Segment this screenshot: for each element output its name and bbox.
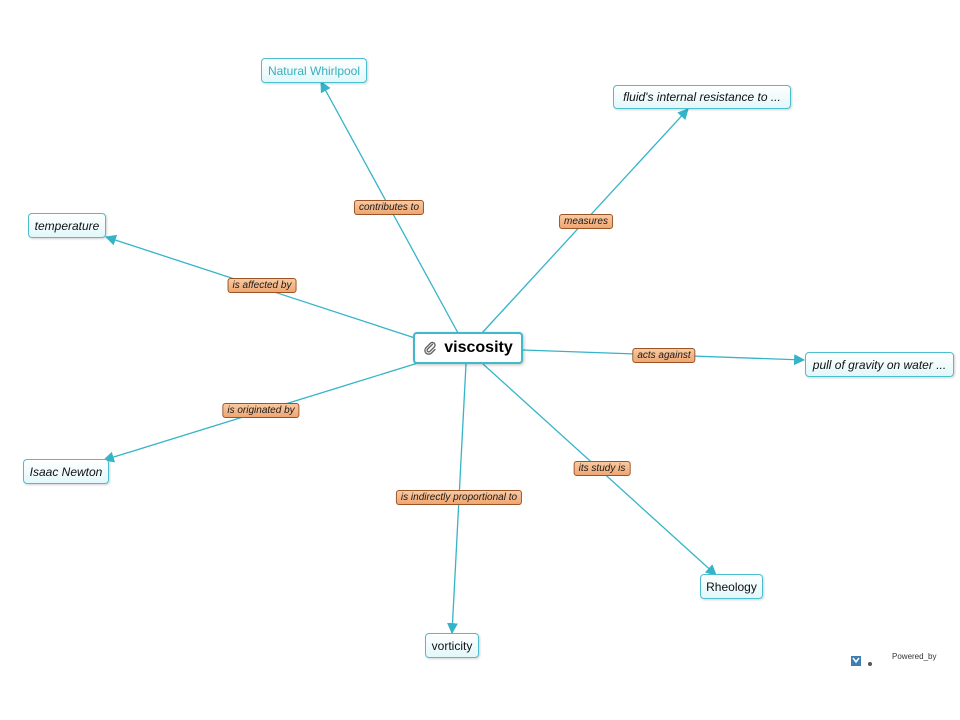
node-label: pull of gravity on water ... [812, 357, 947, 372]
node-label: temperature [34, 218, 100, 233]
node-label: vorticity [431, 638, 473, 653]
link-label-its-study-is[interactable]: its study is [573, 461, 631, 476]
link-label-is-originated-by[interactable]: is originated by [222, 403, 300, 418]
link-label-text: measures [564, 216, 608, 227]
link-label-text: is originated by [227, 405, 295, 416]
link-label-text: contributes to [358, 202, 420, 213]
node-isaac-newton[interactable]: Isaac Newton [23, 459, 109, 484]
link-label-measures[interactable]: measures [559, 214, 613, 229]
node-label: Isaac Newton [29, 464, 103, 479]
node-pull-of-gravity[interactable]: pull of gravity on water ... [805, 352, 954, 377]
node-fluid-resistance[interactable]: fluid's internal resistance to ... [613, 85, 791, 109]
powered-by-text: Powered_by [892, 652, 937, 661]
paperclip-icon[interactable] [423, 341, 437, 355]
node-natural-whirlpool[interactable]: Natural Whirlpool [261, 58, 367, 83]
link-label-text: is affected by [232, 280, 292, 291]
node-vorticity[interactable]: vorticity [425, 633, 479, 658]
logo-icon [851, 656, 872, 666]
node-label: Rheology [706, 579, 757, 594]
center-node-label: viscosity [444, 339, 513, 356]
link-label-text: is indirectly proportional to [400, 492, 518, 503]
link-label-text: its study is [578, 463, 626, 474]
node-label: fluid's internal resistance to ... [623, 90, 781, 104]
link-label-is-indirectly-proportional-to[interactable]: is indirectly proportional to [395, 490, 523, 505]
node-viscosity[interactable]: viscosity [413, 332, 523, 364]
link-label-contributes-to[interactable]: contributes to [353, 200, 425, 215]
node-rheology[interactable]: Rheology [700, 574, 763, 599]
link-label-text: acts against [637, 350, 691, 361]
node-temperature[interactable]: temperature [28, 213, 106, 238]
node-label: Natural Whirlpool [267, 63, 361, 78]
link-label-acts-against[interactable]: acts against [632, 348, 696, 363]
link-label-is-affected-by[interactable]: is affected by [227, 278, 297, 293]
